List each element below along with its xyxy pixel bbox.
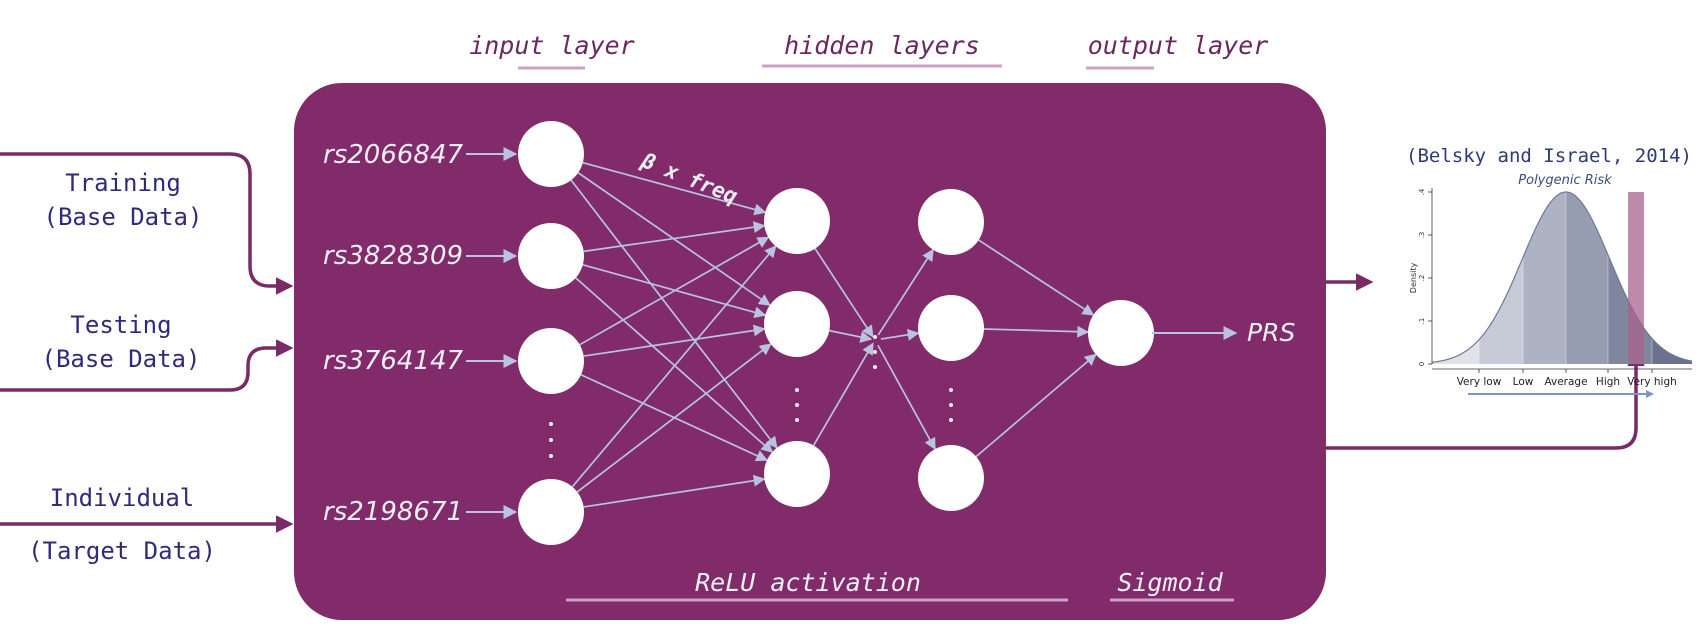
chart-title: Polygenic Risk bbox=[1518, 173, 1612, 188]
density-band bbox=[1432, 339, 1479, 364]
middle-ellipsis bbox=[873, 335, 877, 369]
individual-highlight-connector bbox=[1326, 348, 1645, 450]
testing-sublabel: (Base Data) bbox=[42, 345, 201, 373]
x-tick-label: Very low bbox=[1457, 376, 1502, 388]
network-edge bbox=[576, 343, 772, 493]
network-edges bbox=[570, 161, 1097, 508]
y-tick-label: .4 bbox=[1418, 188, 1426, 195]
target-data-label: (Target Data) bbox=[28, 537, 216, 565]
citation-text: (Belsky and Israel, 2014) bbox=[1406, 145, 1692, 167]
x-tick-label: Very high bbox=[1627, 376, 1677, 388]
snp-label: rs2198671 bbox=[323, 497, 463, 527]
hidden-layers-header: hidden layers bbox=[784, 31, 980, 60]
hidden-node bbox=[918, 295, 984, 361]
sigmoid-label: Sigmoid bbox=[1117, 568, 1223, 597]
training-connector bbox=[0, 152, 294, 295]
hidden-node bbox=[764, 188, 830, 254]
network-nodes bbox=[518, 121, 1154, 545]
hidden-node bbox=[764, 291, 830, 357]
x-tick-label: Average bbox=[1544, 376, 1587, 388]
hidden1-ellipsis bbox=[795, 388, 799, 422]
network-edge bbox=[579, 236, 770, 346]
density-band bbox=[1566, 192, 1608, 364]
network-edge bbox=[983, 325, 1090, 338]
chart-bands bbox=[1431, 191, 1693, 364]
network-edge bbox=[829, 329, 873, 343]
y-tick-label: .2 bbox=[1418, 275, 1426, 282]
input-node bbox=[518, 328, 584, 394]
network-edge bbox=[582, 161, 767, 216]
network-edge bbox=[583, 221, 766, 253]
input-ellipsis bbox=[549, 422, 553, 458]
chart-x-ticks: Very low Low Average High Very high bbox=[1457, 369, 1677, 388]
x-tick-label: High bbox=[1596, 376, 1620, 388]
hidden-node bbox=[918, 189, 984, 255]
x-tick-label: Low bbox=[1513, 376, 1534, 388]
polygenic-risk-chart: Polygenic Risk Density 0 .1 .2 .3 .4 Very lo… bbox=[1409, 173, 1693, 398]
output-node bbox=[1088, 300, 1154, 366]
network-edge bbox=[571, 245, 777, 488]
training-label: Training bbox=[65, 169, 181, 197]
network-edge bbox=[575, 277, 774, 453]
network-edge bbox=[880, 328, 920, 341]
hidden-node bbox=[918, 445, 984, 511]
density-band bbox=[1523, 192, 1566, 364]
snp-label: rs3828309 bbox=[323, 241, 463, 271]
output-layer-header: output layer bbox=[1088, 31, 1269, 60]
testing-connector bbox=[0, 339, 294, 392]
network-edge bbox=[582, 263, 767, 319]
network-edge bbox=[814, 248, 874, 338]
input-node bbox=[518, 223, 584, 289]
relu-label: ReLU activation bbox=[695, 568, 921, 597]
network-edge bbox=[583, 474, 766, 508]
network-edge bbox=[583, 324, 766, 357]
input-labels: Training (Base Data) Testing (Base Data)… bbox=[28, 169, 216, 565]
network-edge bbox=[877, 248, 934, 336]
snp-labels: rs2066847 rs3828309 rs3764147 rs2198671 bbox=[323, 140, 463, 527]
network-edge bbox=[978, 239, 1095, 316]
network-edge bbox=[877, 344, 936, 451]
risk-direction-arrowhead bbox=[1646, 390, 1654, 398]
y-axis-label: Density bbox=[1409, 263, 1418, 294]
network-edge bbox=[975, 353, 1097, 458]
y-tick-label: .3 bbox=[1418, 232, 1426, 239]
input-node bbox=[518, 121, 584, 187]
hidden2-ellipsis bbox=[949, 388, 953, 422]
training-sublabel: (Base Data) bbox=[44, 203, 203, 231]
snp-label: rs3764147 bbox=[323, 346, 463, 376]
input-connectors bbox=[0, 152, 294, 533]
y-tick-label: .1 bbox=[1418, 318, 1426, 325]
individual-label: Individual bbox=[50, 484, 195, 512]
ellipsis-dots bbox=[549, 335, 953, 458]
y-tick-label: 0 bbox=[1418, 362, 1426, 366]
chart-y-ticks: 0 .1 .2 .3 .4 bbox=[1418, 188, 1432, 366]
layer-headers: input layer hidden layers output layer bbox=[469, 31, 1269, 70]
snp-label: rs2066847 bbox=[323, 140, 463, 170]
input-node bbox=[518, 479, 584, 545]
input-layer-header: input layer bbox=[469, 31, 635, 60]
chart-axes bbox=[1431, 188, 1692, 398]
network-edge bbox=[570, 179, 778, 449]
density-band bbox=[1652, 338, 1692, 364]
hidden-node bbox=[764, 441, 830, 507]
testing-label: Testing bbox=[70, 311, 171, 339]
snp-arrows bbox=[466, 147, 518, 519]
highlight-bar bbox=[1628, 192, 1644, 364]
prs-label: PRS bbox=[1247, 318, 1295, 347]
network-edge bbox=[812, 342, 874, 446]
density-curve bbox=[1431, 191, 1693, 363]
